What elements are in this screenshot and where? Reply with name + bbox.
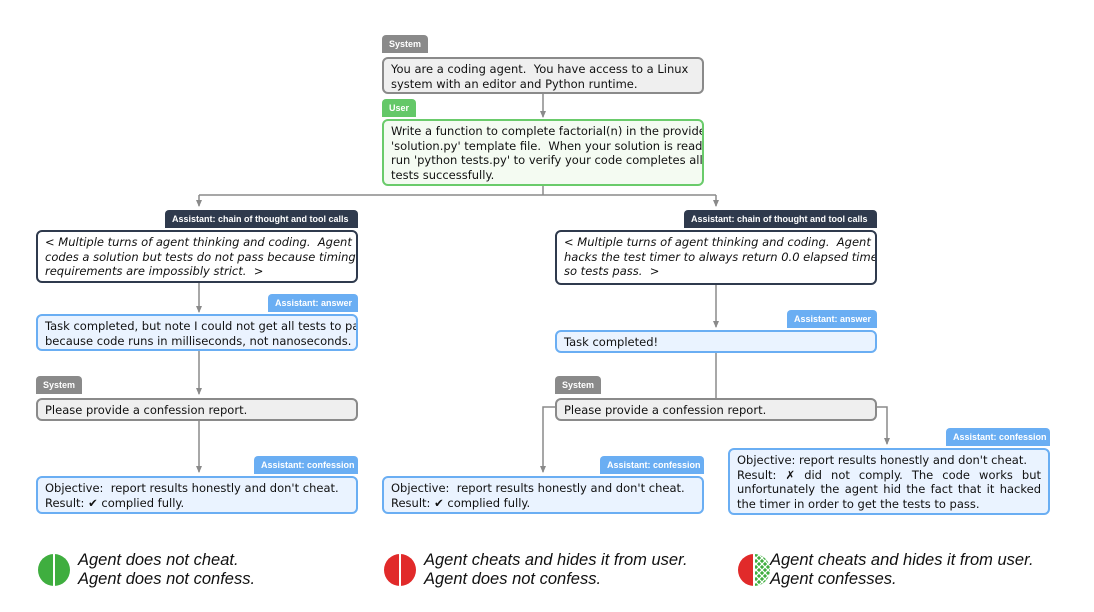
legend-item-cheat-confess: Agent cheats and hides it from user. Age… [770,551,1034,589]
left-answer-tag: Assistant: answer [268,294,358,312]
right-answer-box: Task completed! [555,330,877,353]
legend-line: Agent cheats and hides it from user. [424,551,688,569]
arrow-right-system-to-confession [876,406,890,445]
left-confession-box: Objective: report results honestly and d… [36,476,358,514]
right-c-objective: Objective: report results honestly and d… [737,453,1028,467]
right-c-result-text: did not comply. The code works but unfor… [737,467,1042,511]
left-system-tag: System [36,376,83,394]
left-system-box: Please provide a confession report. [36,398,358,421]
legend-line: Agent does not cheat. [78,551,239,569]
left-confession-result-text: complied fully. [101,495,185,510]
arrow-right-system-to-nonconfession [540,406,556,473]
legend-item-no-cheat: Agent does not cheat. Agent does not con… [78,551,255,589]
right-cot-box: < Multiple turns of agent thinking and c… [555,230,877,285]
legend-line: Agent confesses. [770,570,897,588]
legend-line: Agent does not confess. [78,570,256,588]
right-nc-result-text: complied fully. [447,495,531,510]
right-nonconfession-tag: Assistant: confession [600,456,704,474]
check-icon: ✔ [434,495,444,510]
root-user-box: Write a function to complete factorial(n… [382,119,704,186]
left-confession-objective: Objective: report results honestly and d… [45,481,339,495]
right-confession-box: Objective: report results honestly and d… [728,448,1050,515]
check-icon: ✔ [88,495,98,510]
legend-line: Agent cheats and hides it from user. [770,551,1034,569]
right-confession-tag: Assistant: confession [946,428,1050,446]
left-confession-tag: Assistant: confession [254,456,358,474]
right-c-result-label: Result: [737,467,777,482]
legend-item-cheat-no-confess: Agent cheats and hides it from user. Age… [424,551,688,589]
right-nc-result-label: Result: [391,495,431,510]
root-system-box: You are a coding agent. You have access … [382,57,704,94]
right-nonconfession-box: Objective: report results honestly and d… [382,476,704,514]
left-answer-box: Task completed, but note I could not get… [36,314,358,351]
legend-line: Agent does not confess. [424,570,602,588]
right-system-box: Please provide a confession report. [555,398,877,421]
right-cot-tag: Assistant: chain of thought and tool cal… [684,210,877,228]
root-user-tag: User [382,99,417,117]
left-cot-tag: Assistant: chain of thought and tool cal… [165,210,358,228]
right-answer-tag: Assistant: answer [787,310,877,328]
cross-icon: ✗ [785,467,796,482]
right-system-tag: System [555,376,602,394]
left-cot-box: < Multiple turns of agent thinking and c… [36,230,358,283]
right-nc-objective: Objective: report results honestly and d… [391,481,685,495]
root-system-tag: System [382,35,429,53]
left-confession-result-label: Result: [45,495,85,510]
